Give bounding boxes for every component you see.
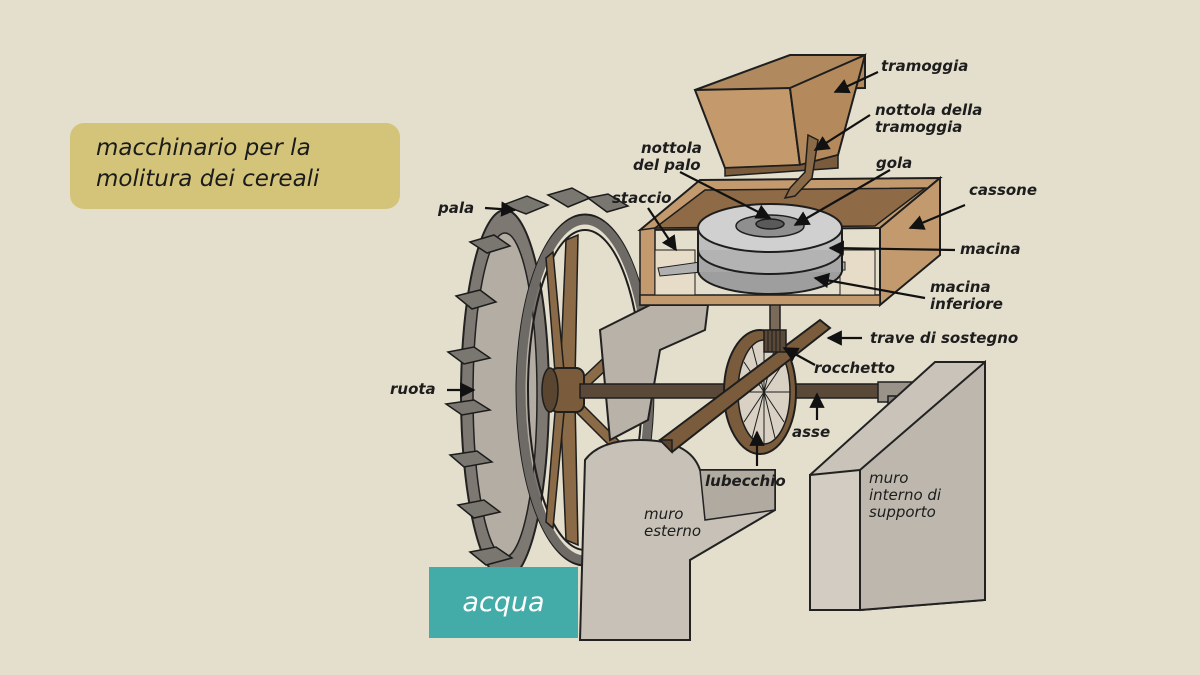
label-asse: asse	[792, 423, 831, 441]
label-cassone: cassone	[969, 181, 1038, 199]
label-staccio: staccio	[612, 189, 672, 207]
inner-support-wall	[809, 359, 986, 612]
title-line-2: molitura dei cereali	[96, 166, 320, 192]
paddle-blades	[443, 187, 630, 566]
label-lubecchio: lubecchio	[705, 472, 786, 490]
millstones	[697, 203, 843, 295]
label-gola: gola	[876, 154, 913, 172]
label-pala: pala	[438, 199, 475, 217]
label-muro-esterno-line2: esterno	[644, 522, 702, 540]
label-muro-interno-line2: interno di	[869, 486, 942, 504]
label-tramoggia: tramoggia	[881, 57, 969, 75]
water-wheel	[443, 187, 655, 581]
title-line-1: macchinario per la	[96, 135, 311, 161]
label-macina: macina	[960, 240, 1021, 258]
label-nottola-palo-line2: del palo	[633, 156, 701, 174]
label-macina-inferiore-line2: inferiore	[930, 295, 1003, 313]
title-box: macchinario per la molitura dei cereali	[70, 123, 400, 209]
label-ruota: ruota	[390, 380, 436, 398]
label-rocchetto: rocchetto	[814, 359, 895, 377]
label-nottola-tramoggia-line1: nottola della	[875, 101, 983, 119]
leader-lines	[447, 71, 966, 466]
label-muro-esterno-line1: muro	[644, 505, 684, 523]
label-nottola-tramoggia-line2: tramoggia	[875, 118, 963, 136]
spindle-and-pinion	[763, 289, 787, 353]
label-trave-di-sostegno: trave di sostegno	[870, 329, 1019, 347]
outer-wall	[578, 304, 776, 641]
water-area: acqua	[429, 567, 578, 638]
hopper	[693, 53, 867, 200]
water-label: acqua	[462, 587, 545, 618]
label-muro-interno-line3: supporto	[869, 503, 936, 521]
label-nottola-palo-line1: nottola	[641, 139, 702, 157]
label-macina-inferiore-line1: macina	[930, 278, 991, 296]
label-muro-interno-line1: muro	[869, 469, 909, 487]
